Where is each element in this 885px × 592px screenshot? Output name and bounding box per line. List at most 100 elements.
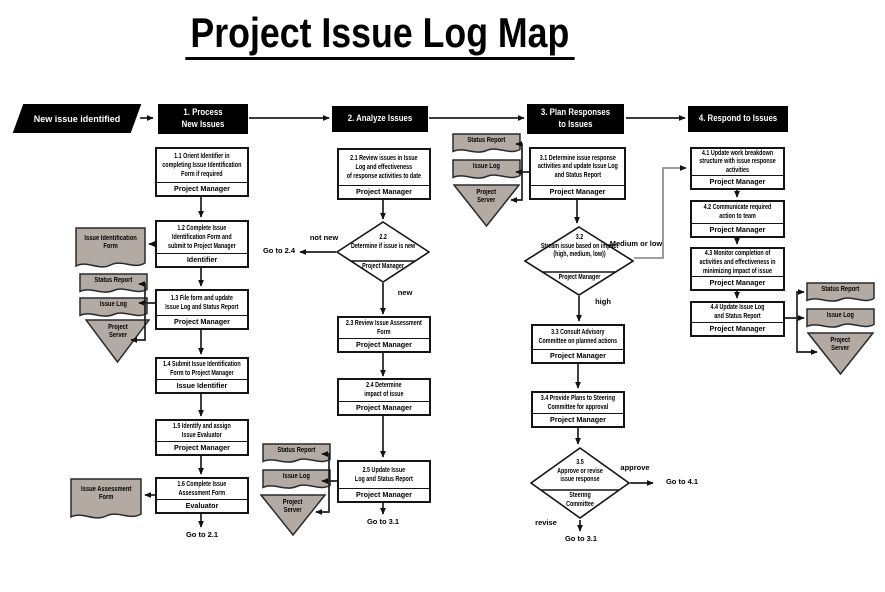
triangle-shape <box>807 332 874 375</box>
decision-2-2: 2.2 Determine if issue is new Project Ma… <box>336 221 430 283</box>
database-project-server: Project Server <box>260 494 326 536</box>
doc-issue-identification-form: Issue Identification Form <box>75 227 146 270</box>
step-text: 1.1 Orient Identifier in completing Issu… <box>162 151 242 178</box>
step-role: Project Manager <box>157 314 247 329</box>
step-text: 2.4 Determine impact of issue <box>364 380 404 399</box>
step-role: Project Manager <box>533 412 623 427</box>
step-1-2: 1.2 Complete Issue Identification Form a… <box>155 220 249 268</box>
step-role: Project Manager <box>692 321 783 336</box>
step-text: 1.4 Submit Issue Identification Form to … <box>163 359 241 377</box>
step-role: Project Manager <box>157 181 247 196</box>
database-project-server: Project Server <box>85 319 150 363</box>
edge-label-not-new: not new <box>309 233 339 242</box>
triangle-shape <box>453 184 520 227</box>
step-4-1: 4.1 Update work breakdown structure with… <box>690 147 785 190</box>
step-1-4: 1.4 Submit Issue Identification Form to … <box>155 357 249 394</box>
step-text: 4.4 Update Issue Log and Status Report <box>710 303 765 321</box>
doc-issue-assessment-form: Issue Assessment Form <box>70 478 142 521</box>
step-role: Project Manager <box>339 487 429 502</box>
step-2-3: 2.3 Review Issue Assessment Form Project… <box>337 316 431 353</box>
decision-text: 2.2 Determine if issue is new <box>350 234 416 250</box>
step-text: 2.5 Update Issue Log and Status Report <box>355 464 413 483</box>
phase-header-2: 2. Analyze Issues <box>332 106 428 132</box>
decision-3-5: 3.5 Approve or revise issue response Ste… <box>530 447 630 520</box>
goto-label-3-1-from-3-5: Go to 3.1 <box>564 534 598 543</box>
doc-status-report: Status Report <box>79 273 148 296</box>
step-text: 1.5 Identify and assign Issue Evaluator <box>173 421 231 439</box>
database-project-server: Project Server <box>453 184 520 227</box>
step-4-2: 4.2 Communicate required action to team … <box>690 200 785 238</box>
step-role: Project Manager <box>157 440 247 455</box>
step-3-3: 3.3 Consult Advisory Committee on planne… <box>531 324 625 364</box>
edge-label-new: new <box>397 288 413 297</box>
step-text: 3.3 Consult Advisory Committee on planne… <box>538 327 618 346</box>
doc-issue-log: Issue Log <box>452 159 521 182</box>
step-text: 4.2 Communicate required action to team <box>703 202 772 221</box>
decision-role: Project Manager <box>558 274 600 281</box>
step-role: Project Manager <box>531 184 624 199</box>
step-role: Evaluator <box>157 498 247 513</box>
step-role: Project Manager <box>692 275 783 290</box>
step-1-1: 1.1 Orient Identifier in completing Issu… <box>155 147 249 197</box>
step-role: Project Manager <box>339 400 429 415</box>
decision-text: 3.2 Stream issue based on impact (high, … <box>540 234 618 259</box>
phase-header-4: 4. Respond to Issues <box>688 106 788 132</box>
goto-label-4-1: Go to 4.1 <box>665 477 699 486</box>
document-shape <box>75 227 146 268</box>
triangle-shape <box>260 494 326 536</box>
step-4-3: 4.3 Monitor completion of activities and… <box>690 247 785 291</box>
edge-label-approve: approve <box>620 463 650 472</box>
step-role: Project Manager <box>339 184 429 199</box>
phase-header-3: 3. Plan Responses to Issues <box>527 104 624 134</box>
step-2-5: 2.5 Update Issue Log and Status Report P… <box>337 460 431 503</box>
doc-status-report: Status Report <box>262 443 331 466</box>
database-project-server: Project Server <box>807 332 874 375</box>
step-text: 4.1 Update work breakdown structure with… <box>699 149 776 175</box>
step-2-4: 2.4 Determine impact of issue Project Ma… <box>337 378 431 416</box>
document-shape <box>806 282 875 302</box>
edge-label-revise: revise <box>535 518 557 527</box>
diamond-shape <box>524 226 634 296</box>
decision-role: Project Manager <box>362 263 404 270</box>
goto-label-2-4: Go to 2.4 <box>262 246 296 255</box>
step-role: Project Manager <box>339 337 429 352</box>
step-2-1: 2.1 Review issues in Issue Log and effec… <box>337 148 431 200</box>
step-text: 4.3 Monitor completion of activities and… <box>699 249 776 275</box>
edge-label-medium-or-low: Medium or low <box>609 239 663 248</box>
step-text: 2.3 Review Issue Assessment Form <box>346 318 422 336</box>
step-3-1: 3.1 Determine issue response activities … <box>529 147 626 200</box>
start-label: New issue identified <box>33 113 121 124</box>
step-text: 1.6 Complete Issue Assessment Form <box>177 479 227 497</box>
step-1-5: 1.5 Identify and assign Issue Evaluator … <box>155 419 249 456</box>
start-node-new-issue: New issue identified <box>12 104 142 133</box>
doc-issue-log: Issue Log <box>806 308 875 331</box>
goto-label-2-1: Go to 2.1 <box>185 530 219 539</box>
page-title: Project Issue Log Map <box>100 9 660 61</box>
step-role: Project Manager <box>692 222 783 237</box>
step-1-6: 1.6 Complete Issue Assessment Form Evalu… <box>155 477 249 514</box>
step-text: 2.1 Review issues in Issue Log and effec… <box>346 153 422 180</box>
step-role: Project Manager <box>533 348 623 363</box>
edge-label-high: high <box>595 297 611 306</box>
document-shape <box>70 478 142 519</box>
step-3-4: 3.4 Provide Plans to Steering Committee … <box>531 391 625 428</box>
step-role: Project Manager <box>692 174 783 189</box>
decision-3-2: 3.2 Stream issue based on impact (high, … <box>524 226 634 296</box>
step-text: 1.2 Complete Issue Identification Form a… <box>168 223 236 250</box>
step-1-3: 1.3 File form and update Issue Log and S… <box>155 289 249 330</box>
doc-issue-log: Issue Log <box>262 469 331 492</box>
doc-issue-log: Issue Log <box>79 297 148 320</box>
doc-status-report: Status Report <box>452 133 521 156</box>
step-text: 3.4 Provide Plans to Steering Committee … <box>540 393 616 411</box>
step-text: 3.1 Determine issue response activities … <box>537 152 618 180</box>
diamond-shape <box>336 221 430 283</box>
diamond-shape <box>530 447 630 519</box>
decision-role: Steering Committee <box>566 492 594 508</box>
step-role: Identifier <box>157 252 247 267</box>
decision-text: 3.5 Approve or revise issue response <box>557 459 603 484</box>
step-text: 1.3 File form and update Issue Log and S… <box>165 292 239 311</box>
phase-header-1: 1. Process New Issues <box>158 104 248 134</box>
step-4-4: 4.4 Update Issue Log and Status Report P… <box>690 301 785 337</box>
goto-label-3-1-from-2-5: Go to 3.1 <box>366 517 400 526</box>
